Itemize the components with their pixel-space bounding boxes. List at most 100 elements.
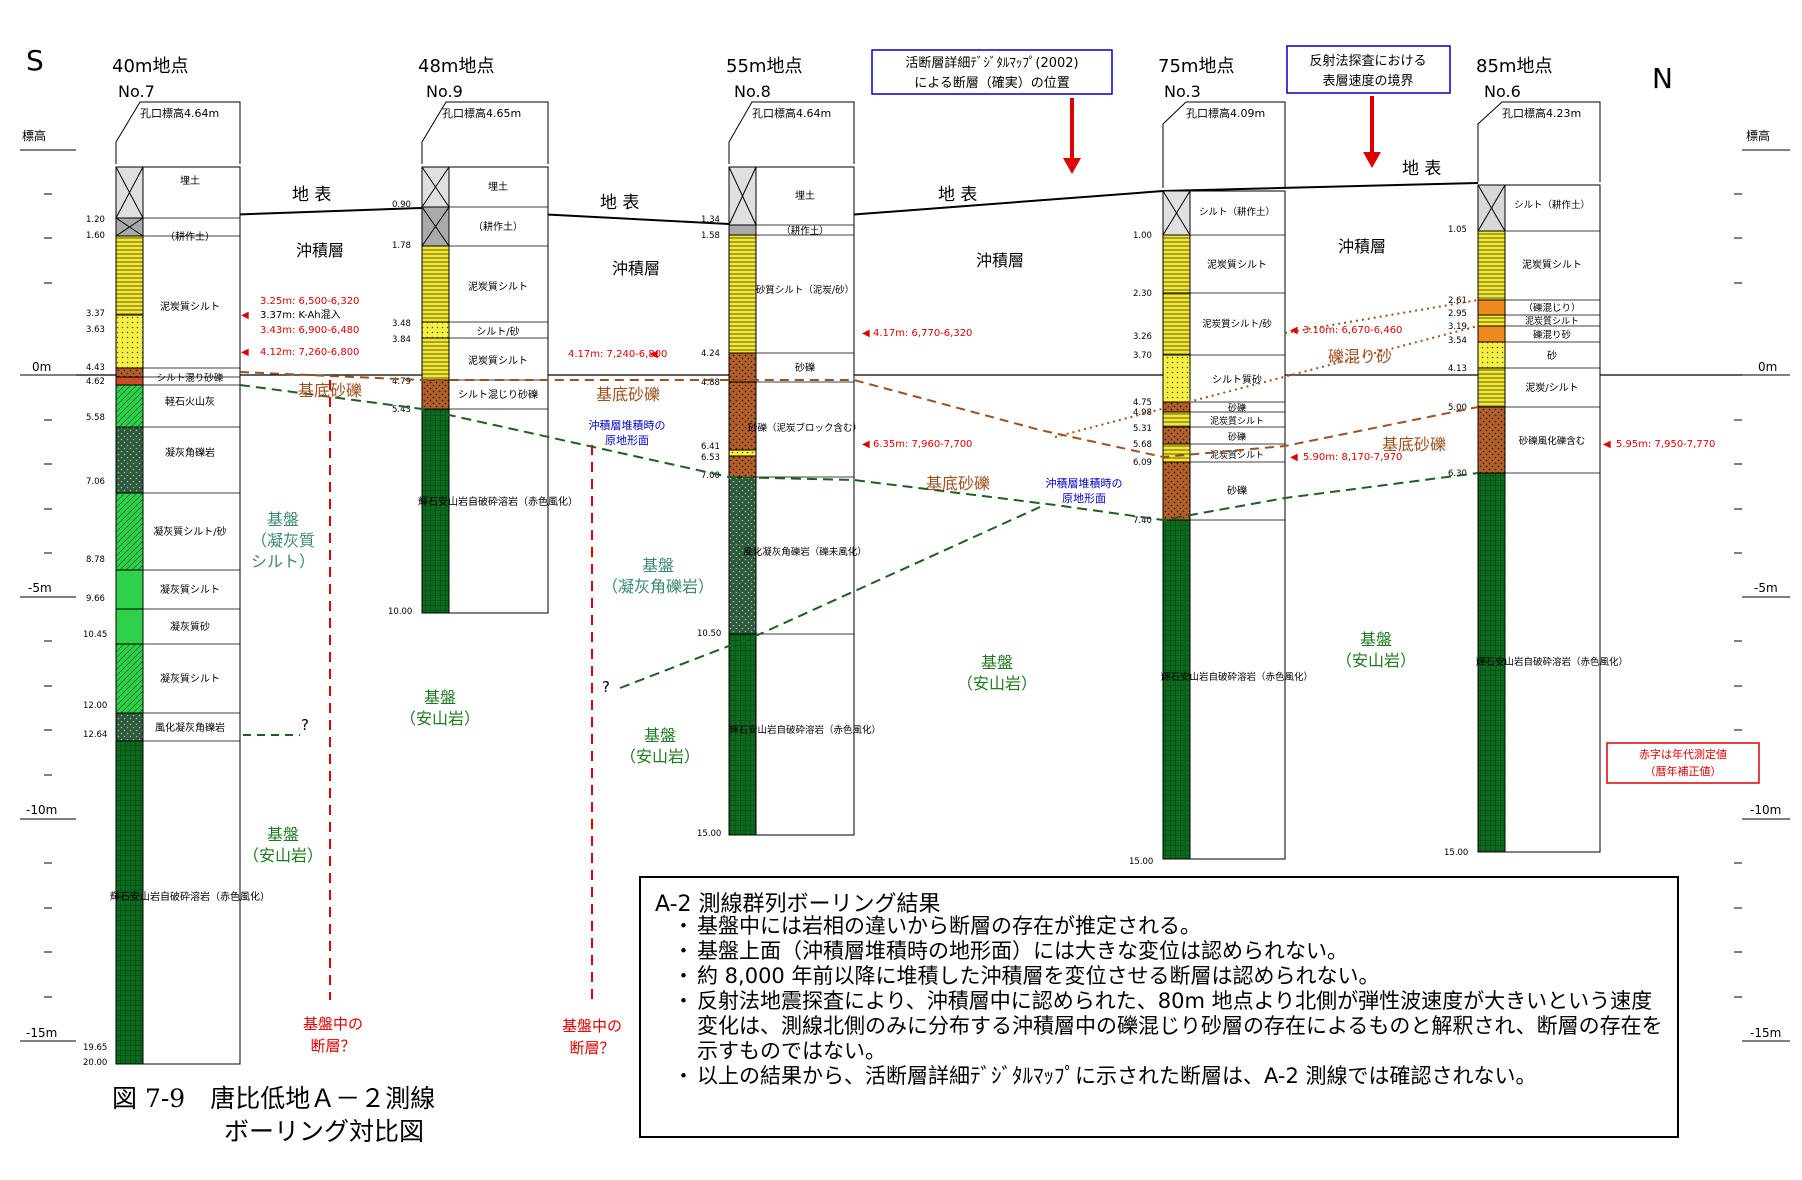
layer-label: シルト質砂: [1212, 373, 1262, 386]
depth-mark: 3.63: [86, 325, 105, 335]
summary-item: 基盤中には岩相の違いから断層の存在が推定される。: [673, 914, 1667, 939]
tick-right-5m: -5m: [1754, 581, 1778, 595]
depth-mark: 4.88: [701, 378, 720, 388]
layer-label: 泥炭質シルト: [468, 354, 528, 367]
layer-label: （礫混じり）: [1523, 302, 1580, 314]
bedrock-label-text: （安山岩）: [1336, 651, 1416, 670]
borehole-point-label: 48m地点: [418, 56, 494, 77]
tick-left-15m: -15m: [26, 1026, 57, 1040]
svg-text:◀: ◀: [862, 439, 870, 450]
collar-elevation: 孔口標高4.09m: [1186, 106, 1265, 120]
layer-label: 砂: [1547, 349, 1557, 362]
layer-label: 泥炭質シルト: [468, 280, 528, 293]
axis-title-right: 標高: [1746, 128, 1770, 143]
figure-caption: 図 7-9 唐比低地Ａ－２測線 ボーリング対比図: [112, 1082, 435, 1148]
depth-mark: 12.00: [83, 701, 107, 711]
summary-item: 反射法地震探査により、沖積層中に認められた、80m 地点より北側が弾性波速度が大…: [673, 989, 1667, 1064]
date-label: 6.35m: 7,960-7,700: [873, 439, 972, 450]
tick-left-10m: -10m: [26, 803, 57, 817]
depth-mark: 7.06: [86, 477, 105, 487]
depth-mark: 3.37: [86, 309, 105, 319]
layer-label: 砂礫: [795, 361, 815, 374]
depth-mark: 4.79: [392, 377, 411, 387]
depth-mark: 1.20: [86, 215, 105, 225]
borehole-no9: 48m地点 No.9 孔口標高4.65m 埋土 （耕作土） 泥炭質シルト シルト…: [388, 56, 667, 617]
svg-text:◀: ◀: [1603, 439, 1611, 450]
fault-label-text: 基盤中の: [562, 1017, 622, 1035]
summary-title: A-2 測線群列ボーリング結果: [655, 892, 941, 917]
collar-elevation: 孔口標高4.65m: [442, 106, 521, 120]
layer-label: 泥炭/シルト: [1525, 381, 1578, 394]
depth-mark: 2.95: [1448, 309, 1467, 319]
depth-mark: 1.58: [701, 231, 720, 241]
bedrock-label-text: （安山岩）: [400, 709, 480, 728]
date-label: 4.17m: 7,240-6,800: [568, 349, 667, 360]
svg-text:◀: ◀: [1290, 325, 1298, 336]
reflection-callout: 反射法探査における 表層速度の境界: [1286, 45, 1451, 168]
tick-right-0m: 0m: [1758, 360, 1777, 374]
fault-in-bedrock-label-1: 基盤中の 断層？: [303, 1015, 363, 1055]
depth-mark: 4.75: [1133, 398, 1152, 408]
tick-right-10m: -10m: [1750, 803, 1781, 817]
date-label: 4.17m: 6,770-6,320: [873, 328, 972, 339]
borehole-number: No.8: [734, 82, 771, 101]
layer-label: 凝灰質シルト: [160, 672, 220, 685]
date-label: 5.90m: 8,170-7,970: [1303, 452, 1402, 463]
depth-mark: 10.45: [83, 630, 107, 640]
depth-mark: 1.78: [392, 241, 411, 251]
surface-label: 地 表: [292, 185, 331, 205]
bedrock-andesite-label-1: 基盤 （安山岩）: [243, 825, 323, 865]
alluvium-label: 沖積層: [1338, 237, 1386, 256]
depth-mark: 2.61: [1448, 296, 1467, 306]
depth-mark: 10.00: [388, 607, 412, 617]
basal-gravel-label: 基底砂礫: [1382, 435, 1446, 454]
bedrock-label-text: 基盤: [424, 688, 456, 707]
tick-left-5m: -5m: [28, 581, 52, 595]
depth-mark: 3.54: [1448, 336, 1467, 346]
bedrock-label-text: 基盤: [981, 653, 1013, 672]
paleo-surface-text: 原地形面: [605, 434, 649, 447]
depth-mark: 5.58: [86, 413, 105, 423]
paleo-surface-text: 沖積層堆積時の: [1046, 476, 1123, 490]
layer-label: （耕作土）: [473, 220, 523, 233]
depth-mark: 3.84: [392, 335, 411, 345]
depth-mark: 19.65: [83, 1043, 107, 1053]
borehole-number: No.3: [1164, 82, 1201, 101]
depth-mark: 9.66: [86, 594, 105, 604]
layer-label: 砂質シルト（泥炭/砂）: [756, 284, 854, 296]
bedrock-label-text: 基盤: [267, 510, 299, 529]
down-arrow-icon: [1063, 158, 1081, 174]
gravelly-sand-bottom-line: [1054, 325, 1479, 438]
basal-gravel-correlation-line: [239, 371, 1479, 459]
borehole-number: No.6: [1484, 82, 1521, 101]
borehole-point-label: 85m地点: [1476, 56, 1552, 77]
layer-label: 輝石安山岩自破砕溶岩（赤色風化）: [110, 890, 270, 903]
depth-mark: 1.34: [701, 215, 720, 225]
caption-line-1: 図 7-9 唐比低地Ａ－２測線: [112, 1084, 436, 1113]
bedrock-label-text: 基盤: [267, 825, 299, 844]
depth-mark: 6.30: [1448, 469, 1467, 479]
borehole-no8: 55m地点 No.8 孔口標高4.64m 埋土 （耕作土） 砂質シルト（泥炭/砂…: [697, 56, 972, 839]
callout-text: 反射法探査における: [1309, 53, 1426, 69]
tick-right-15m: -15m: [1750, 1026, 1781, 1040]
basal-gravel-label: 基底砂礫: [596, 385, 660, 404]
left-elevation-axis: 標高 0m -5m -10m -15m: [20, 128, 76, 1042]
depth-mark: 20.00: [83, 1058, 107, 1068]
borehole-number: No.7: [118, 82, 155, 101]
depth-mark: 0.90: [392, 200, 411, 210]
layer-label: 凝灰角礫岩: [165, 446, 215, 459]
basal-gravel-label: 基底砂礫: [298, 381, 362, 400]
layer-label: 泥炭質シルト: [1525, 315, 1579, 327]
fault-in-bedrock-label-2: 基盤中の 断層？: [562, 1017, 622, 1057]
layer-label: 泥炭質シルト: [1522, 258, 1582, 271]
collar-elevation: 孔口標高4.64m: [752, 106, 831, 120]
paleo-surface-text: 原地形面: [1062, 492, 1106, 505]
layer-label: 埋土: [795, 189, 815, 202]
layer-label: シルト/砂: [476, 325, 519, 338]
depth-mark: 7.00: [701, 471, 720, 481]
bedrock-tuff-breccia-label: 基盤 （凝灰角礫岩）: [602, 556, 714, 596]
gravelly-sand-top-line: [1284, 299, 1479, 334]
depth-mark: 8.78: [86, 555, 105, 565]
layer-label: 砂礫: [1228, 431, 1246, 443]
